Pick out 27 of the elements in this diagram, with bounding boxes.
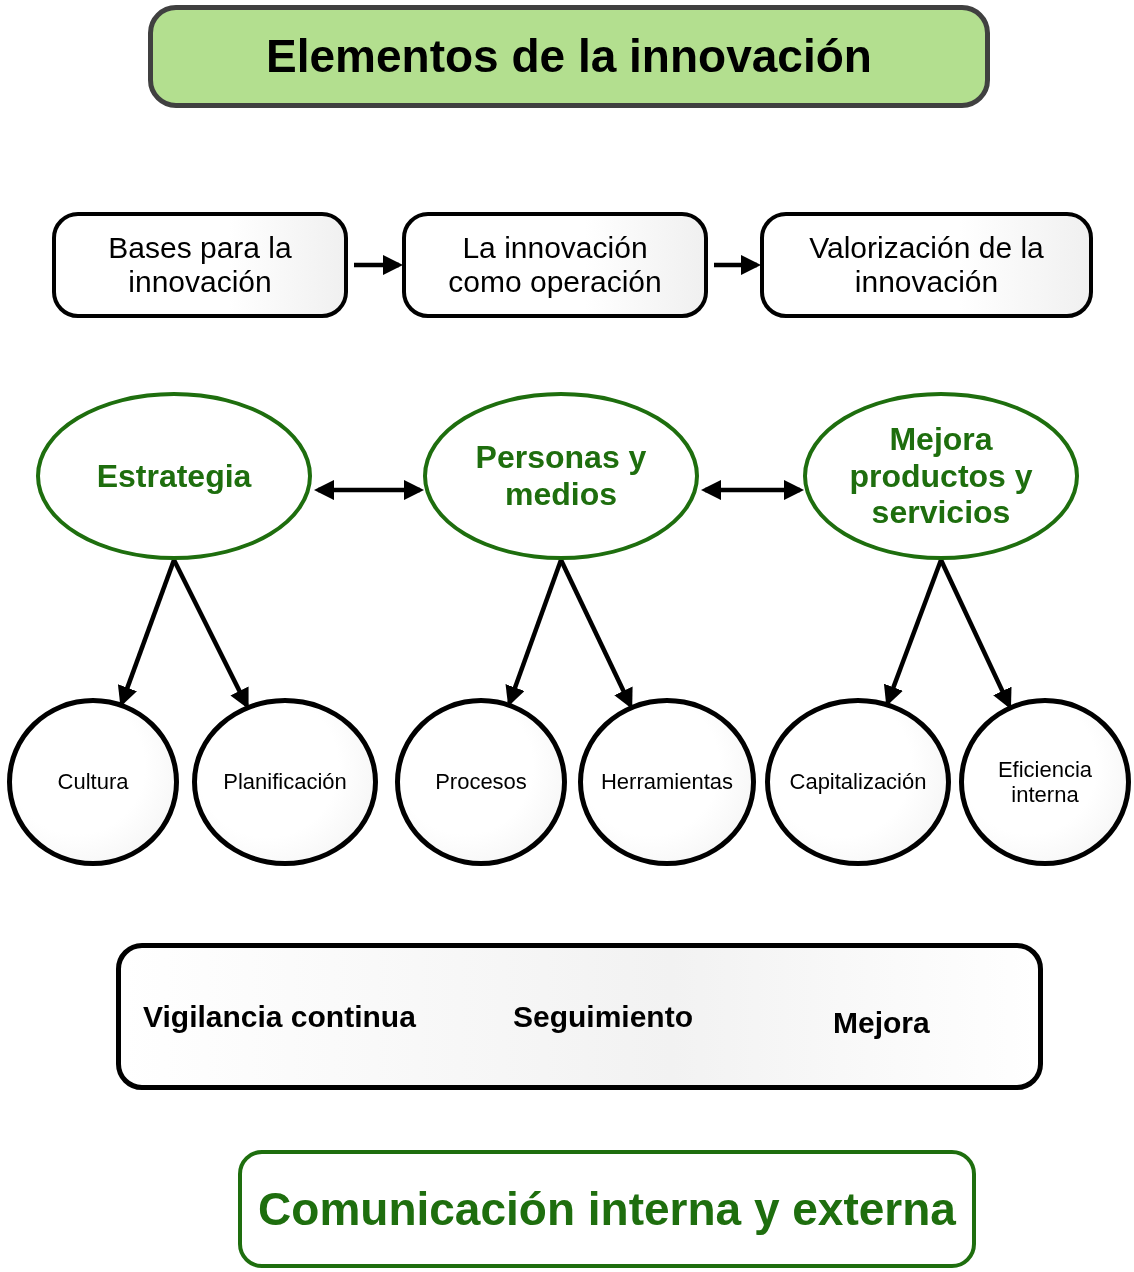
node-label: Herramientas <box>600 769 733 795</box>
node-label: Comunicación interna y externa <box>258 1182 956 1236</box>
process-box <box>760 212 1093 318</box>
node-label: La innovación como operación <box>447 230 663 300</box>
arrow <box>700 479 805 501</box>
arrow <box>354 254 404 276</box>
item-label: Seguimiento <box>513 1000 693 1035</box>
node-label: Personas y medios <box>474 439 648 513</box>
node-label: Bases para la innovación <box>107 230 293 300</box>
arrow <box>714 254 762 276</box>
node-label: Estrategia <box>96 457 252 495</box>
item-label: Mejora <box>833 1006 930 1041</box>
node-label: Eficiencia interna <box>996 756 1094 808</box>
process-box <box>402 212 708 318</box>
node-label: Procesos <box>435 769 527 795</box>
item-label: Vigilancia continua <box>143 1000 416 1035</box>
node-label: Capitalización <box>789 769 927 795</box>
panel <box>116 943 1043 1090</box>
process-box <box>52 212 348 318</box>
banner-box <box>238 1150 976 1268</box>
arrow <box>313 479 425 501</box>
node-label: Valorización de la innovación <box>808 230 1045 300</box>
title-box <box>148 5 990 108</box>
node-label: Planificación <box>223 769 347 795</box>
title-text: Elementos de la innovación <box>266 30 872 83</box>
node-label: Cultura <box>57 769 129 795</box>
node-label: Mejora productos y servicios <box>848 420 1034 532</box>
